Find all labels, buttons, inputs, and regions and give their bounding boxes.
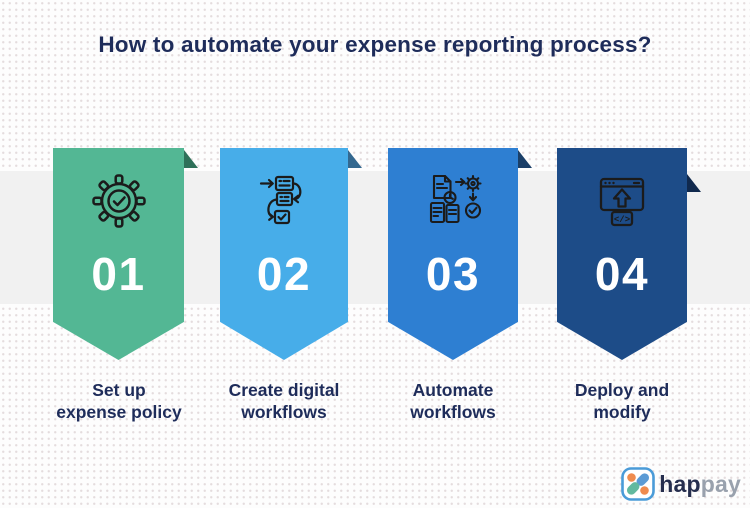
step-label-4: Deploy and modify (574, 380, 670, 423)
step-number: 01 (91, 248, 146, 300)
happay-logo-mark-icon (621, 467, 656, 501)
logo-text-light: pay (700, 470, 741, 497)
ribbon-fold-1 (184, 150, 198, 168)
deploy-window-icon: </> (599, 177, 645, 227)
step-banner-3: 03 (388, 148, 532, 360)
step-banner-4: </> 04 (557, 148, 701, 360)
logo-petal-blue (636, 473, 650, 486)
workflow-icon (259, 175, 302, 225)
ribbon-3 (388, 148, 518, 360)
logo-petal-orange-br (640, 486, 650, 495)
step-label-1: Set up expense policy (56, 380, 182, 423)
ribbon-fold-3 (518, 150, 532, 168)
documents-automation-icon (429, 174, 482, 224)
logo-text-bold: hap (659, 470, 701, 497)
step-label-2: Create digital workflows (228, 380, 340, 423)
ribbon-4 (557, 148, 687, 360)
logo-petal-orange-tl (627, 473, 637, 482)
ribbon-fold-2 (348, 150, 362, 168)
step-number: 04 (594, 248, 650, 300)
gear-check-icon (91, 174, 146, 228)
step-number: 02 (256, 248, 312, 300)
logo-petal-teal (627, 482, 640, 495)
svg-text:</>: </> (614, 215, 630, 225)
step-banner-1: 01 (53, 148, 198, 360)
ribbon-2 (220, 148, 348, 360)
step-number: 03 (425, 248, 481, 300)
step-banner-2: 02 (220, 148, 362, 360)
step-label-3: Automate workflows (410, 380, 496, 423)
page-title: How to automate your expense reporting p… (98, 32, 652, 57)
